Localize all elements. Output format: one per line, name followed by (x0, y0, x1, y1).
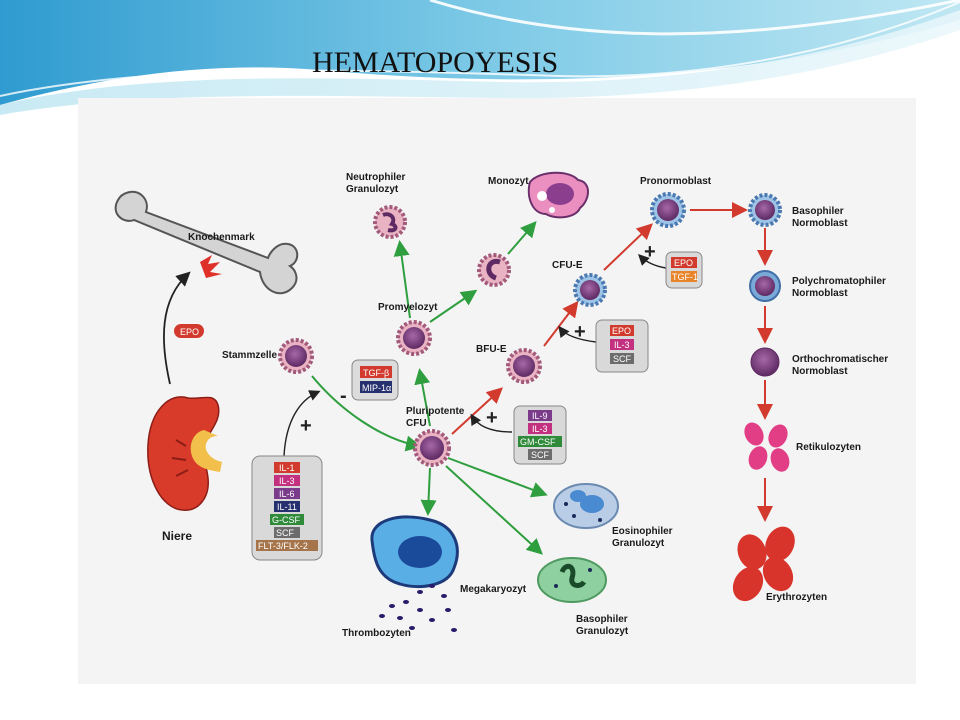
kidney-icon (147, 396, 222, 511)
promyelocyte-cell (396, 320, 432, 356)
arrow-pluri-to-bfu (451, 387, 503, 435)
arrow-cfue-to-pronorm (603, 223, 653, 271)
epo-text: EPO (180, 327, 199, 337)
bfu-factor-2: IL-3 (614, 340, 630, 350)
arrow-promyelo-to-neutro (393, 240, 411, 319)
cfue-factor-2: TGF-1 (672, 272, 698, 282)
header-waves (0, 0, 960, 115)
neutro-label-2: Granulozyt (346, 184, 399, 195)
pluri-factor-2: IL-3 (532, 424, 548, 434)
baso-n-label-2: Normoblast (792, 218, 848, 229)
stem-factors-box: IL-1 IL-3 IL-6 IL-11 G-CSF SCF FLT-3/FLK… (251, 455, 323, 561)
stem-factor-7: FLT-3/FLK-2 (258, 541, 308, 551)
plus-sign-bfu: + (574, 321, 586, 343)
arrow-pluri-factors (470, 413, 513, 433)
arrow-pluri-to-mega (420, 467, 437, 516)
thrombo-label: Thrombozyten (342, 628, 411, 639)
orthochromatic-normoblast-cell (750, 347, 780, 377)
arrow-mono-pre-to-mono (507, 220, 537, 255)
arrow-pluri-to-promyelo (414, 368, 431, 427)
pluri-cfu-cell (413, 429, 451, 467)
basophilic-normoblast-cell (748, 193, 782, 227)
stem-factor-1: IL-1 (279, 463, 295, 473)
minus-sign: - (340, 385, 347, 407)
baso-g-label-2: Granulozyt (576, 626, 629, 637)
stem-label: Stammzelle (222, 350, 277, 361)
arrow-bfu-factors (558, 325, 597, 343)
ortho-label-2: Normoblast (792, 366, 848, 377)
tgf-mip-box: TGF-β MIP-1α (351, 359, 399, 401)
bone-icon (114, 190, 299, 295)
pluri-label-2: CFU (406, 418, 427, 429)
bfu-label: BFU-E (476, 344, 507, 355)
neutro-label-1: Neutrophiler (346, 172, 406, 183)
slide-title: HEMATOPOYESIS (312, 46, 558, 79)
erythrocytes (732, 526, 795, 602)
cfue-label: CFU-E (552, 260, 583, 271)
retic-label: Retikulozyten (796, 442, 861, 453)
pluri-factor-3: GM-CSF (520, 437, 556, 447)
stem-factor-3: IL-6 (279, 489, 295, 499)
arrow-cfue-factors (638, 254, 667, 269)
stem-factor-6: SCF (276, 528, 295, 538)
promyelo-label: Promyelozyt (378, 302, 438, 313)
bfu-factor-3: SCF (613, 354, 632, 364)
monoblast-cell (477, 253, 511, 287)
bfu-e-cell (506, 348, 542, 384)
pluri-factors-box: IL-9 IL-3 GM-CSF SCF (513, 405, 567, 465)
bfu-factors-box: EPO IL-3 SCF (595, 319, 649, 373)
basophil-cell (537, 557, 607, 603)
bone-label: Knochenmark (188, 232, 255, 243)
arrow-bfu-to-cfue (543, 300, 579, 347)
polychromatic-normoblast-cell (749, 270, 781, 302)
arrow-pluri-to-eos (447, 457, 548, 498)
arrow-stemfactors (283, 390, 321, 457)
monocyte-cell (527, 171, 589, 219)
plus-sign-stem: + (300, 415, 312, 437)
bfu-factor-1: EPO (612, 326, 631, 336)
arrow-stem-to-pluri (311, 375, 422, 452)
kidney-label: Niere (162, 529, 192, 543)
eosinophil-cell (553, 483, 619, 529)
eos-label-2: Granulozyt (612, 538, 665, 549)
eos-label-1: Eosinophiler (612, 526, 673, 537)
mip-text: MIP-1α (362, 383, 391, 393)
pluri-factor-4: SCF (531, 450, 550, 460)
stem-cell (278, 338, 314, 374)
plus-sign-cfue: + (644, 241, 656, 263)
epo-arrow (163, 271, 191, 385)
baso-n-label-1: Basophiler (792, 206, 844, 217)
arrow-pluri-to-baso (445, 465, 543, 555)
poly-label-2: Normoblast (792, 288, 848, 299)
mono-label: Monozyt (488, 176, 529, 187)
pluri-factor-1: IL-9 (532, 411, 548, 421)
platelets (379, 584, 457, 632)
ortho-label-1: Orthochromatischer (792, 354, 888, 365)
reticulocytes (744, 422, 790, 472)
arrow-promyelo-to-mono-pre (429, 289, 478, 323)
cfue-factors-box: EPO TGF-1 (665, 251, 703, 289)
tgf-text: TGF-β (363, 368, 389, 378)
stem-factor-2: IL-3 (279, 476, 295, 486)
poly-label-1: Polychromatophiler (792, 276, 886, 287)
stem-factor-5: G-CSF (272, 515, 301, 525)
baso-g-label-1: Basophiler (576, 614, 628, 625)
cfu-e-cell (573, 273, 607, 307)
epo-badge: EPO (174, 324, 204, 338)
pronorm-label: Pronormoblast (640, 176, 712, 187)
pronormoblast-cell (650, 192, 686, 228)
plus-sign-pluri: + (486, 407, 498, 429)
cfue-factor-1: EPO (674, 258, 693, 268)
pluri-label-1: Pluripotente (406, 406, 465, 417)
megakaryocyte-cell (370, 515, 459, 589)
ery-label: Erythrozyten (766, 592, 827, 603)
mega-label: Megakaryozyt (460, 584, 527, 595)
stem-factor-4: IL-11 (277, 502, 297, 512)
neutrophil-cell (373, 205, 407, 239)
